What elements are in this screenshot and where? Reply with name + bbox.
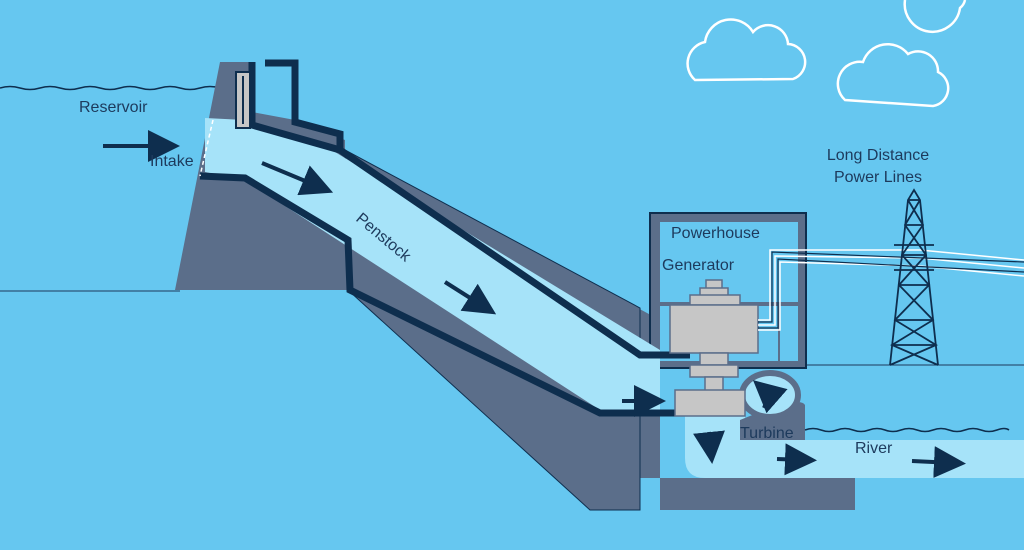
transmission-tower-icon [889, 188, 939, 366]
power-lines-label-line1: Long Distance [827, 147, 929, 164]
flow-arrow-icon [776, 443, 817, 476]
powerhouse-label: Powerhouse [671, 225, 760, 242]
powerhouse-side-room [780, 306, 798, 361]
river-label: River [855, 440, 893, 457]
cloud-icon [686, 18, 807, 82]
intake-screen [199, 119, 214, 177]
flow-arrow-icon [261, 161, 334, 196]
flow-arrow-icon [443, 280, 497, 315]
penstock-lower-wall [199, 172, 680, 417]
generator-label: Generator [662, 257, 735, 274]
swirl-arrow-icon [752, 380, 788, 414]
power-cables [758, 249, 1024, 331]
turbine-label: Turbine [740, 425, 794, 442]
reservoir-surface [0, 85, 221, 91]
dam-crest-wall [265, 59, 344, 150]
cloud-icon [903, 0, 967, 34]
flow-arrow-icon [693, 430, 725, 464]
flow-arrow-icon [911, 446, 966, 479]
cloud-icon [836, 42, 950, 108]
turbine [674, 389, 746, 417]
river-surface [804, 427, 1010, 433]
intake-label: Intake [150, 153, 194, 170]
turbine-scroll-case [739, 370, 801, 420]
reservoir-label: Reservoir [79, 99, 148, 116]
power-lines-label-line2: Power Lines [834, 169, 922, 186]
